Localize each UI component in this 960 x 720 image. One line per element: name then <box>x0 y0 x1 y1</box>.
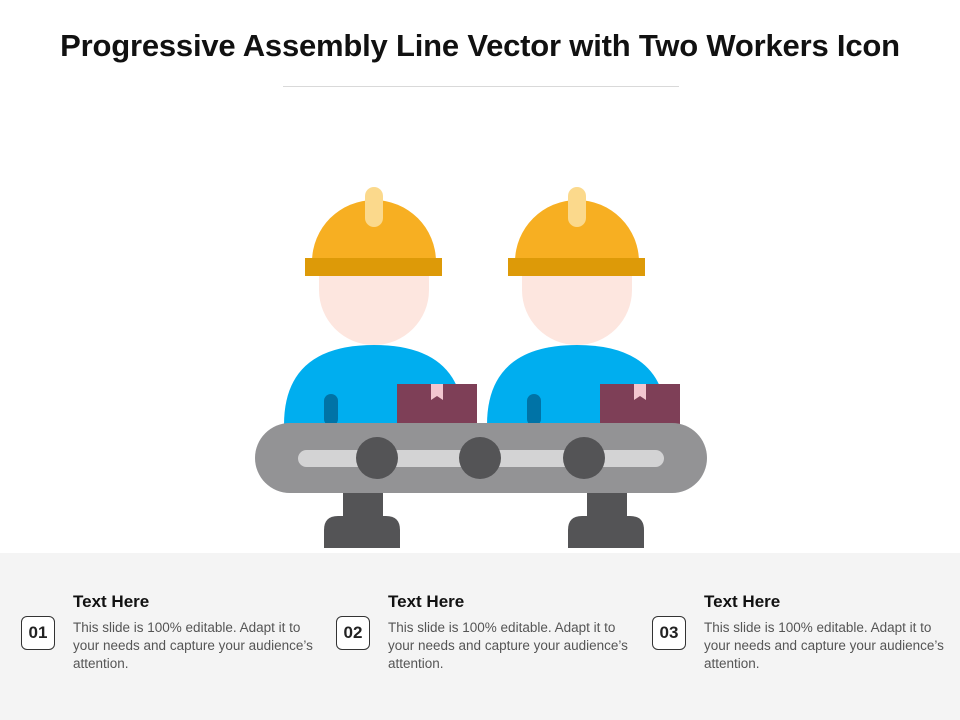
worker-face <box>319 275 429 345</box>
footer-band <box>0 553 960 720</box>
hard-hat-icon <box>508 187 645 276</box>
hard-hat-icon <box>305 187 442 276</box>
item-number-badge: 01 <box>21 616 55 650</box>
box-icon <box>397 384 477 426</box>
roller <box>356 437 398 479</box>
item-heading: Text Here <box>388 592 465 611</box>
worker-icon <box>284 187 477 426</box>
item-body: This slide is 100% editable. Adapt it to… <box>73 620 313 671</box>
shirt-detail <box>324 394 338 426</box>
worker-icon <box>487 187 680 426</box>
box-icon <box>600 384 680 426</box>
item-heading: Text Here <box>704 592 781 611</box>
title-divider <box>283 86 679 87</box>
roller <box>563 437 605 479</box>
conveyor-belt-icon <box>255 423 707 493</box>
conveyor-legs <box>324 492 644 548</box>
worker-face <box>522 275 632 345</box>
item-body: This slide is 100% editable. Adapt it to… <box>704 620 944 671</box>
item-heading: Text Here <box>73 592 150 611</box>
item-body: This slide is 100% editable. Adapt it to… <box>388 620 628 671</box>
assembly-line-illustration <box>255 187 707 548</box>
shirt-detail <box>527 394 541 426</box>
slide-title: Progressive Assembly Line Vector with Tw… <box>60 28 900 63</box>
item-number-badge: 02 <box>336 616 370 650</box>
item-number-badge: 03 <box>652 616 686 650</box>
roller <box>459 437 501 479</box>
